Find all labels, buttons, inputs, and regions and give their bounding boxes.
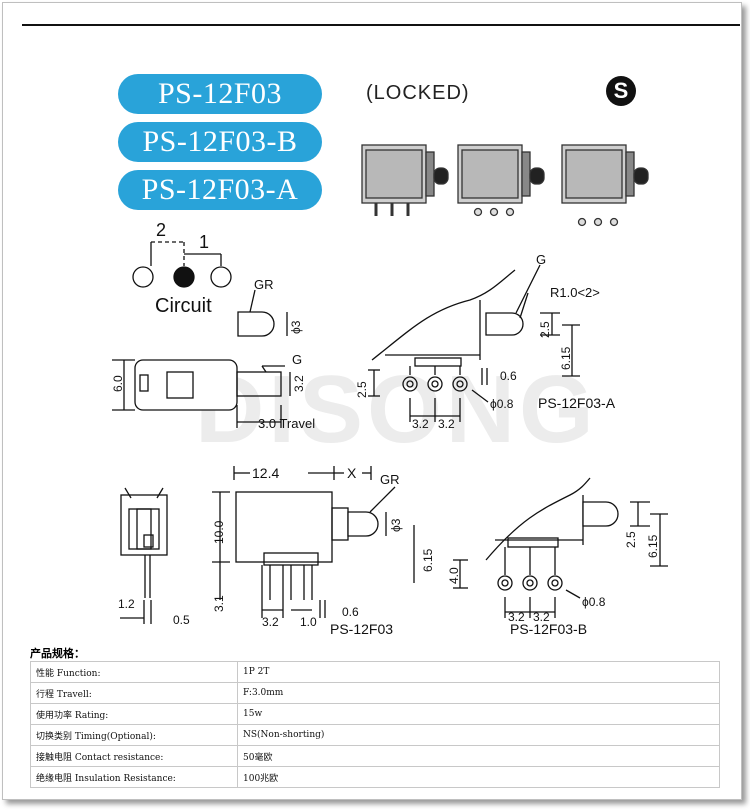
svg-text:1.2: 1.2 <box>118 597 135 611</box>
circuit-pos-1: 1 <box>199 232 209 252</box>
view-ps-12f03: 12.4 X GR ϕ3 6.15 10.0 3.1 3.2 1.0 0.6 P <box>212 465 435 637</box>
switch-photo-1 <box>361 144 449 216</box>
svg-text:6.15: 6.15 <box>646 534 660 558</box>
circuit-label: Circuit <box>155 295 212 317</box>
spec-table: 性能 Function:1P 2T 行程 Travell:F:3.0mm 使用功… <box>30 661 720 788</box>
s-mark-logo: S <box>606 76 636 106</box>
svg-text:PS-12F03-B: PS-12F03-B <box>510 621 587 637</box>
spec-value: 15w <box>237 703 720 725</box>
spec-value: 1P 2T <box>237 661 720 683</box>
svg-text:4.0: 4.0 <box>447 567 461 584</box>
top-view: G 6.0 3.2 3.0 Travel <box>111 352 315 431</box>
svg-text:6.15: 6.15 <box>421 548 435 572</box>
side-view: 1.2 0.5 <box>118 487 190 627</box>
svg-text:2.5: 2.5 <box>624 531 638 548</box>
svg-text:3.1: 3.1 <box>212 595 226 612</box>
spec-key: 行程 Travell: <box>30 682 238 704</box>
svg-text:2.5: 2.5 <box>538 321 552 338</box>
svg-text:ϕ3: ϕ3 <box>289 320 303 334</box>
svg-text:G: G <box>292 352 302 367</box>
model-badge-ps-12f03-b: PS-12F03-B <box>118 122 322 162</box>
spec-key: 使用功率 Rating: <box>30 703 238 725</box>
circuit-pos-2: 2 <box>156 220 166 240</box>
svg-text:3.2: 3.2 <box>262 615 279 629</box>
technical-drawing: DISONG 2 1 Cir <box>111 144 668 637</box>
svg-text:1.0: 1.0 <box>300 615 317 629</box>
spec-title: 产品规格： <box>30 647 85 660</box>
table-row: 性能 Function:1P 2T <box>30 661 720 683</box>
svg-text:ϕ0.8: ϕ0.8 <box>582 595 606 609</box>
svg-text:X: X <box>347 465 357 481</box>
svg-text:3.2: 3.2 <box>438 417 455 431</box>
svg-text:GR: GR <box>380 472 400 487</box>
spec-key: 性能 Function: <box>30 661 238 683</box>
svg-text:0.6: 0.6 <box>342 605 359 619</box>
table-row: 切换类别 Timing(Optional):NS(Non-shorting) <box>30 724 720 746</box>
svg-text:G: G <box>536 252 546 267</box>
view-ps-12f03-b: 4.0 2.5 6.15 ϕ0.8 3.2 3.2 PS-12F03-B <box>447 477 668 637</box>
header-rule <box>22 24 740 26</box>
svg-text:10.0: 10.0 <box>212 520 226 544</box>
svg-text:3.2: 3.2 <box>292 375 306 392</box>
svg-text:ϕ3: ϕ3 <box>389 518 403 532</box>
table-row: 接触电阻 Contact resistance:50毫欧 <box>30 745 720 767</box>
watermark: DISONG <box>195 356 598 463</box>
knob-detail: GR ϕ3 <box>237 277 303 337</box>
spec-key: 切换类别 Timing(Optional): <box>30 724 238 746</box>
table-row: 行程 Travell:F:3.0mm <box>30 682 720 704</box>
switch-photo-2 <box>457 144 545 217</box>
svg-text:6.0: 6.0 <box>111 375 125 392</box>
spec-value: 50毫欧 <box>237 745 720 767</box>
svg-text:6.15: 6.15 <box>559 346 573 370</box>
model-badge-ps-12f03: PS-12F03 <box>118 74 322 114</box>
svg-text:R1.0<2>: R1.0<2> <box>550 285 600 300</box>
svg-text:GR: GR <box>254 277 274 292</box>
svg-text:0.5: 0.5 <box>173 613 190 627</box>
locked-label: (LOCKED) <box>366 82 470 104</box>
svg-text:0.6: 0.6 <box>500 369 517 383</box>
svg-text:2.5: 2.5 <box>355 381 369 398</box>
spec-value: F:3.0mm <box>237 682 720 704</box>
spec-value: NS(Non-shorting) <box>237 724 720 746</box>
circuit-diagram: 2 1 Circuit <box>132 220 232 317</box>
svg-text:3.2: 3.2 <box>412 417 429 431</box>
svg-text:12.4: 12.4 <box>252 465 279 481</box>
table-row: 使用功率 Rating:15w <box>30 703 720 725</box>
svg-text:3.2: 3.2 <box>508 610 525 624</box>
table-row: 绝缘电阻 Insulation Resistance:100兆欧 <box>30 766 720 788</box>
svg-text:3.0 Travel: 3.0 Travel <box>258 416 315 431</box>
spec-key: 接触电阻 Contact resistance: <box>30 745 238 767</box>
switch-photo-3 <box>561 144 649 227</box>
view-ps-12f03-a: G R1.0<2> 2.5 6.15 2.5 0.6 ϕ0.8 3.2 3.2 … <box>355 252 616 431</box>
svg-text:PS-12F03: PS-12F03 <box>330 621 393 637</box>
spec-key: 绝缘电阻 Insulation Resistance: <box>30 766 238 788</box>
svg-text:ϕ0.8: ϕ0.8 <box>490 397 514 411</box>
spec-value: 100兆欧 <box>237 766 720 788</box>
model-badge-ps-12f03-a: PS-12F03-A <box>118 170 322 210</box>
svg-text:PS-12F03-A: PS-12F03-A <box>538 395 616 411</box>
svg-text:3.2: 3.2 <box>533 610 550 624</box>
